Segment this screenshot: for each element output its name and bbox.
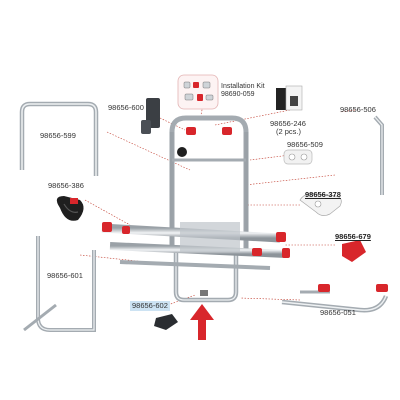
part-679-red-cap (342, 240, 366, 262)
installation-kit-title: Installation Kit (221, 83, 265, 90)
installation-kit-code: 98690-059 (221, 91, 255, 99)
label-98656-246-code: 98656-246 (270, 119, 306, 128)
label-98656-378: 98656-378 (305, 190, 341, 199)
part-509-clamp (283, 149, 313, 165)
part-506-tube (373, 115, 384, 195)
part-386-strap (56, 196, 84, 221)
label-98656-051: 98656-051 (320, 308, 356, 317)
label-98656-246-note: (2 pcs.) (276, 127, 302, 137)
part-600-bracket (141, 98, 160, 134)
part-601-frame (36, 236, 96, 332)
label-98656-509: 98656-509 (287, 140, 323, 149)
red-arrow-icon (190, 304, 214, 340)
label-98656-599: 98656-599 (40, 131, 76, 140)
label-98656-602: 98656-602 (130, 301, 170, 311)
label-98656-601: 98656-601 (47, 271, 83, 280)
part-246-pads (276, 85, 303, 111)
part-051-tray (281, 284, 389, 313)
label-98656-506: 98656-506 (340, 105, 376, 114)
label-98656-386: 98656-386 (48, 181, 84, 190)
part-602-bracket (154, 314, 178, 330)
installation-kit-label: Installation Kit 98690-059 (221, 83, 265, 99)
installation-kit-image (177, 74, 219, 110)
part-599-hoop (19, 101, 99, 176)
label-98656-679: 98656-679 (335, 232, 371, 241)
main-rack-assembly (101, 115, 290, 303)
label-98656-246: 98656-246 (2 pcs.) (270, 119, 306, 137)
label-98656-600: 98656-600 (108, 103, 144, 112)
part-378-clamp (299, 193, 342, 216)
